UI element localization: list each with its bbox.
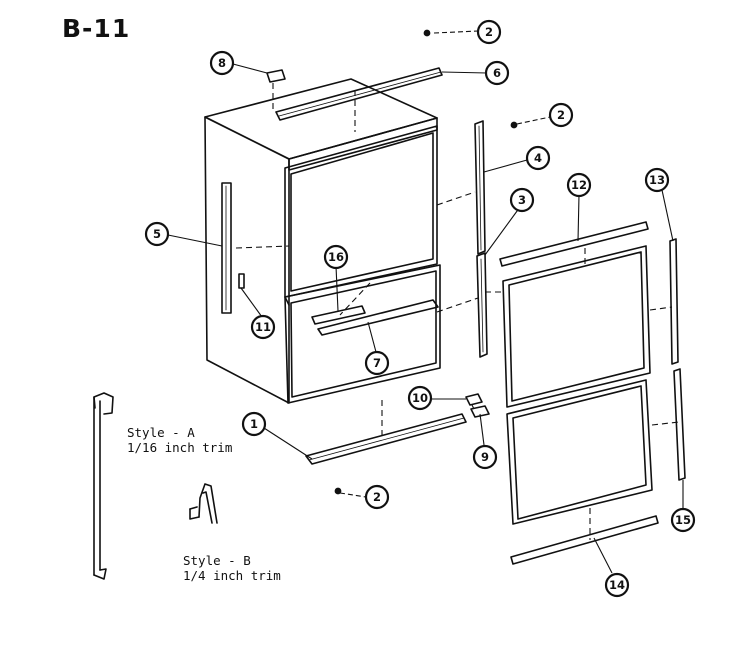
svg-text:16: 16	[328, 250, 344, 264]
svg-text:9: 9	[481, 450, 489, 464]
svg-text:3: 3	[518, 193, 526, 207]
panel-bottom-strip-part-14	[510, 515, 659, 565]
vertical-trim-part-3	[476, 252, 488, 358]
callout-13: 13	[644, 167, 670, 193]
screw-part-2-bottom	[334, 487, 342, 495]
side-clip	[238, 273, 245, 289]
clip-part-10	[465, 393, 483, 406]
style-a-name: Style - A	[127, 425, 195, 440]
svg-text:10: 10	[412, 391, 428, 405]
callout-8: 8	[209, 50, 235, 76]
bottom-trim-part-1	[305, 413, 467, 465]
svg-text:2: 2	[557, 108, 565, 122]
vertical-trim-part-4	[474, 120, 486, 255]
callout-16: 16	[323, 244, 349, 270]
svg-text:8: 8	[218, 56, 226, 70]
svg-text:15: 15	[675, 513, 691, 527]
style-a-trim-profile	[93, 392, 114, 580]
screw-part-2-side	[510, 121, 518, 129]
callout-7: 7	[364, 350, 390, 376]
panel-top-strip-part-12	[499, 221, 649, 267]
cabinet-body	[204, 78, 441, 404]
callout-10: 10	[407, 385, 433, 411]
style-a-label: Style - A 1/16 inch trim	[127, 425, 232, 455]
svg-text:2: 2	[485, 25, 493, 39]
svg-text:6: 6	[493, 66, 501, 80]
callout-6: 6	[484, 60, 510, 86]
callout-3: 3	[509, 187, 535, 213]
callout-11: 11	[250, 314, 276, 340]
callout-1: 1	[241, 411, 267, 437]
top-trim-part-6	[275, 67, 443, 121]
svg-text:1: 1	[250, 417, 258, 431]
svg-text:2: 2	[373, 490, 381, 504]
drawer-trim-part-7	[317, 299, 439, 336]
alignment-lines	[235, 83, 680, 540]
callout-12: 12	[566, 172, 592, 198]
style-b-trim: 1/4 inch trim	[183, 568, 281, 583]
leader-lines	[167, 30, 684, 574]
callout-14: 14	[604, 572, 630, 598]
callout-15: 15	[670, 507, 696, 533]
style-b-label: Style - B 1/4 inch trim	[183, 553, 281, 583]
callout-2-top: 2	[476, 19, 502, 45]
svg-text:11: 11	[255, 320, 271, 334]
screw-part-2-top	[423, 29, 431, 37]
svg-text:4: 4	[534, 151, 542, 165]
upper-door-panel	[284, 125, 438, 298]
callout-9: 9	[472, 444, 498, 470]
svg-text:13: 13	[649, 173, 665, 187]
callout-2-side: 2	[548, 102, 574, 128]
page-title: B-11	[62, 14, 131, 43]
style-b-name: Style - B	[183, 553, 251, 568]
callout-5: 5	[144, 221, 170, 247]
svg-text:7: 7	[373, 356, 381, 370]
clip-part-9	[470, 405, 490, 418]
callout-4: 4	[525, 145, 551, 171]
style-b-trim-profile	[189, 483, 218, 524]
upper-panel	[502, 245, 651, 408]
side-trim-strip	[221, 182, 232, 314]
side-strip-part-13	[669, 238, 679, 365]
svg-text:5: 5	[153, 227, 161, 241]
callout-2-bottom: 2	[364, 484, 390, 510]
side-strip-part-15	[673, 368, 686, 481]
style-a-trim: 1/16 inch trim	[127, 440, 233, 455]
top-clip-part-8	[266, 69, 286, 83]
lower-panel	[506, 379, 653, 525]
drawer-clip-part-16	[311, 305, 366, 325]
svg-text:14: 14	[609, 578, 625, 592]
callouts: 2 8 6 2 4 12 13 3	[144, 19, 696, 598]
lower-drawer-panel	[284, 264, 441, 404]
svg-text:12: 12	[571, 178, 587, 192]
